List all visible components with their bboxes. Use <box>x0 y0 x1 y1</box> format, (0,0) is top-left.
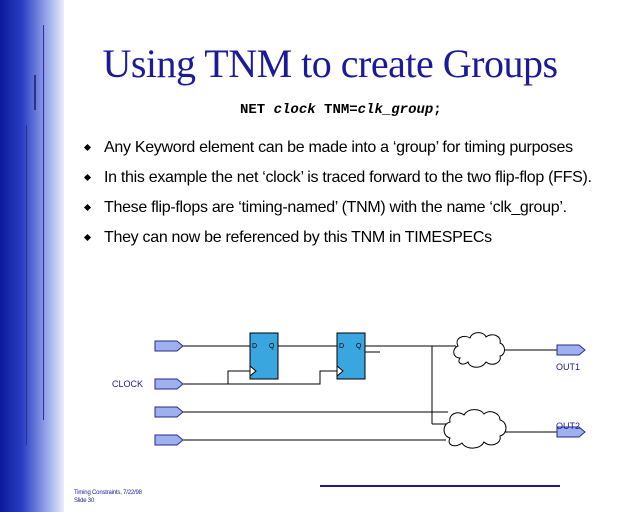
bullet-item: Any Keyword element can be made into a ‘… <box>82 138 622 158</box>
bullet-item: They can now be referenced by this TNM i… <box>82 228 622 248</box>
flip-flop-1: D Q <box>249 332 279 380</box>
out2-pin <box>556 426 586 438</box>
footer-divider <box>320 485 560 487</box>
out1-pin <box>556 344 586 356</box>
net-name: clock <box>273 102 316 118</box>
bullet-item: In this example the net ‘clock’ is trace… <box>82 168 622 188</box>
group-name: clk_group <box>357 102 434 118</box>
footer-line-2: Slide 30 <box>74 498 95 504</box>
net-keyword: NET <box>240 102 266 118</box>
out2-label: OUT2 <box>556 421 580 431</box>
command-terminator: ; <box>433 102 442 118</box>
clock-input-pin <box>154 378 184 390</box>
net-command: NET clock TNM=clk_group; <box>240 102 442 118</box>
sidebar-line <box>43 25 44 420</box>
sidebar-line <box>34 75 36 110</box>
wires <box>183 345 557 441</box>
bullet-list: Any Keyword element can be made into a ‘… <box>82 138 622 258</box>
bullet-item: These flip-flops are ‘timing-named’ (TNM… <box>82 198 622 218</box>
sidebar-line <box>26 125 27 445</box>
output-pins <box>556 344 586 438</box>
ff-d-label: D <box>339 343 344 350</box>
ff-q-label: Q <box>269 343 275 350</box>
wire <box>183 370 250 385</box>
input-pins <box>154 340 184 446</box>
ff-q-label: Q <box>356 343 362 350</box>
logic-cloud-shape <box>453 332 505 368</box>
logic-cloud-shape <box>443 409 507 449</box>
input-pin <box>154 340 184 352</box>
footer-line-1: Timing Constraints, 7/22/98 <box>74 490 142 496</box>
clock-triangle-icon <box>336 364 344 378</box>
clock-triangle-icon <box>249 364 257 378</box>
input-pin <box>154 406 184 418</box>
flip-flop-2: D Q <box>336 332 366 380</box>
tnm-prefix: TNM= <box>324 102 358 118</box>
out1-label: OUT1 <box>556 362 580 372</box>
input-pin <box>154 434 184 446</box>
slide-footer: Timing Constraints, 7/22/98 Slide 30 <box>74 489 142 505</box>
logic-cloud-bottom <box>443 409 507 449</box>
slide-title: Using TNM to create Groups <box>102 41 558 86</box>
clock-label: CLOCK <box>112 379 143 389</box>
decorative-sidebar <box>0 0 64 512</box>
ff-d-label: D <box>252 343 257 350</box>
wire <box>300 370 337 385</box>
logic-cloud-top <box>453 332 505 368</box>
